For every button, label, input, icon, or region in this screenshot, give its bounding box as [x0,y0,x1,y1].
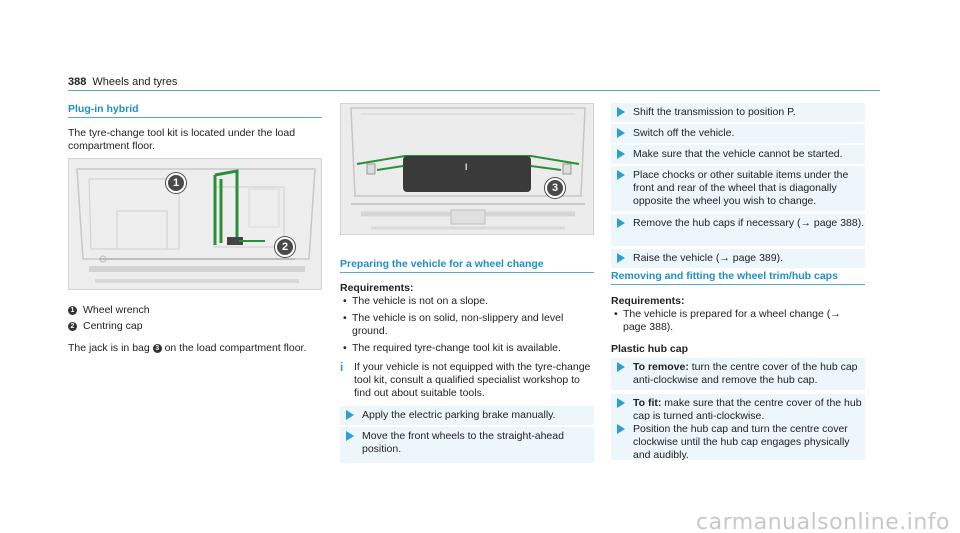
requirements-label: Requirements: [611,295,685,307]
step-arrow-icon [617,107,625,117]
step-arrow-icon [617,128,625,138]
step-arrow-icon [617,398,625,408]
page-title: Wheels and tyres [92,76,178,88]
bag-label: I [465,162,468,172]
step-place-chocks: Place chocks or other suitable items und… [611,166,865,211]
jack-bag-illustration [341,104,593,234]
step-switch-off: Switch off the vehicle. [611,124,865,143]
step-position-hub-cap: Position the hub cap and turn the centre… [611,420,865,461]
legend-item-centring-cap: 2 Centring cap [68,320,143,333]
info-icon: i [340,360,344,374]
figure-tool-kit: 1 2 [68,158,322,290]
step-not-started: Make sure that the vehicle cannot be sta… [611,145,865,164]
legend-label: Wheel wrench [83,304,150,316]
requirements-list: The vehicle is prepared for a wheel chan… [613,308,865,338]
intro-text: The tyre-change tool kit is located unde… [68,127,296,152]
step-text: turn the centre cover of the hub cap ant… [633,361,858,386]
step-to-remove: To remove: turn the centre cover of the … [611,358,865,390]
figure-jack-bag: I 3 [340,103,594,235]
header-divider [68,90,880,91]
requirements-list: The vehicle is not on a slope. The vehic… [342,295,594,359]
legend-label: Centring cap [83,320,143,332]
load-floor-illustration [69,159,321,289]
jack-text-after: on the load compartment floor. [164,342,307,354]
note-text: If your vehicle is not equipped with the… [354,361,591,399]
step-arrow-icon [617,253,625,263]
page-number: 388 [68,76,87,88]
step-label: To fit: [633,397,662,409]
step-to-fit: To fit: make sure that the centre cover … [611,394,865,422]
list-item: The vehicle is prepared for a wheel chan… [613,308,865,334]
step-text: make sure that the centre cover of the h… [633,397,862,422]
section-divider [340,272,594,273]
jack-text-before: The jack is in bag [68,342,150,354]
section-divider [611,284,865,285]
list-item: The required tyre-change tool kit is ava… [342,342,594,355]
callout-3: 3 [545,178,565,198]
jack-bag-number: 3 [152,344,162,353]
step-arrow-icon [617,170,625,180]
step-front-wheels: Move the front wheels to the straight-ah… [340,427,594,463]
step-arrow-icon [617,218,625,228]
info-note: i If your vehicle is not equipped with t… [340,361,594,400]
step-arrow-icon [617,424,625,434]
step-parking-brake: Apply the electric parking brake manuall… [340,406,594,425]
section-heading-preparing: Preparing the vehicle for a wheel change [340,258,544,270]
step-remove-hub-caps: Remove the hub caps if necessary (→ page… [611,214,865,246]
step-text: Switch off the vehicle. [633,127,735,139]
step-text: Remove the hub caps if necessary (→ page… [633,217,865,229]
step-arrow-icon [346,410,354,420]
legend-number: 2 [68,322,77,331]
page-header: 388 Wheels and tyres [68,76,177,89]
step-text: Shift the transmission to position P. [633,106,796,118]
step-text: Make sure that the vehicle cannot be sta… [633,148,843,160]
list-item: The vehicle is not on a slope. [342,295,594,308]
step-arrow-icon [346,431,354,441]
step-shift-transmission: Shift the transmission to position P. [611,103,865,122]
callout-1: 1 [166,173,186,193]
list-item: The vehicle is on solid, non-slippery an… [342,312,594,338]
step-raise-vehicle: Raise the vehicle (→ page 389). [611,249,865,268]
section-divider [68,117,322,118]
section-heading-plugin-hybrid: Plug-in hybrid [68,103,139,115]
step-text: Place chocks or other suitable items und… [633,169,849,207]
step-label: To remove: [633,361,689,373]
jack-location-text: The jack is in bag 3 on the load compart… [68,342,322,355]
legend-number: 1 [68,306,77,315]
step-arrow-icon [617,362,625,372]
step-text: Position the hub cap and turn the centre… [633,423,850,461]
step-text: Apply the electric parking brake manuall… [362,409,556,421]
section-heading-hub-caps: Removing and fitting the wheel trim/hub … [611,270,838,282]
step-text: Raise the vehicle (→ page 389). [633,252,783,264]
subheading-plastic-hub-cap: Plastic hub cap [611,343,689,355]
callout-2: 2 [275,237,295,257]
step-arrow-icon [617,149,625,159]
legend-item-wheel-wrench: 1 Wheel wrench [68,304,150,317]
step-text: Move the front wheels to the straight-ah… [362,430,564,455]
watermark: carmanualsonline.info [696,510,950,533]
requirements-label: Requirements: [340,282,414,294]
